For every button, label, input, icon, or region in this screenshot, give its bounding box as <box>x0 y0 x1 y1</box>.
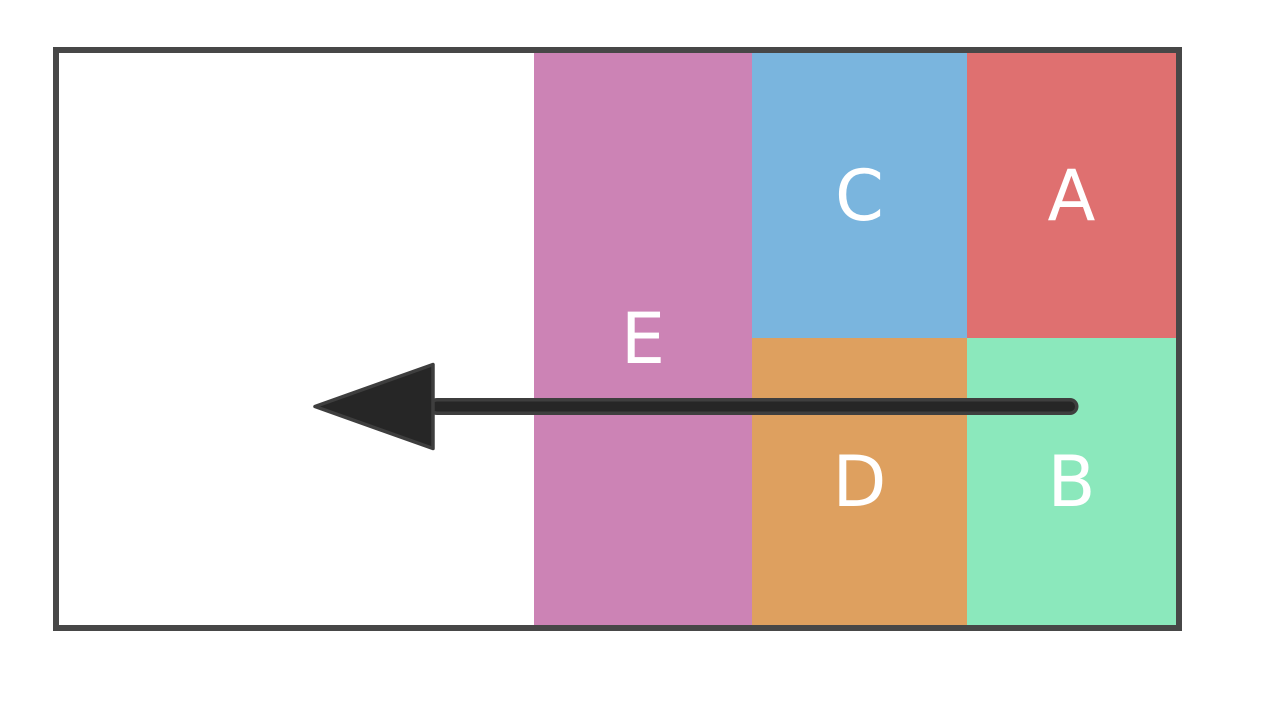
block-b-label: B <box>1047 440 1096 523</box>
block-c: C <box>752 53 967 338</box>
block-a: A <box>967 53 1176 338</box>
block-b: B <box>967 338 1176 625</box>
block-d-label: D <box>832 440 887 523</box>
block-d: D <box>752 338 967 625</box>
block-e: E <box>534 53 752 625</box>
block-c-label: C <box>835 154 884 237</box>
block-e-label: E <box>620 298 666 380</box>
block-a-label: A <box>1047 154 1096 237</box>
bounding-box: E C A D B <box>53 47 1182 631</box>
